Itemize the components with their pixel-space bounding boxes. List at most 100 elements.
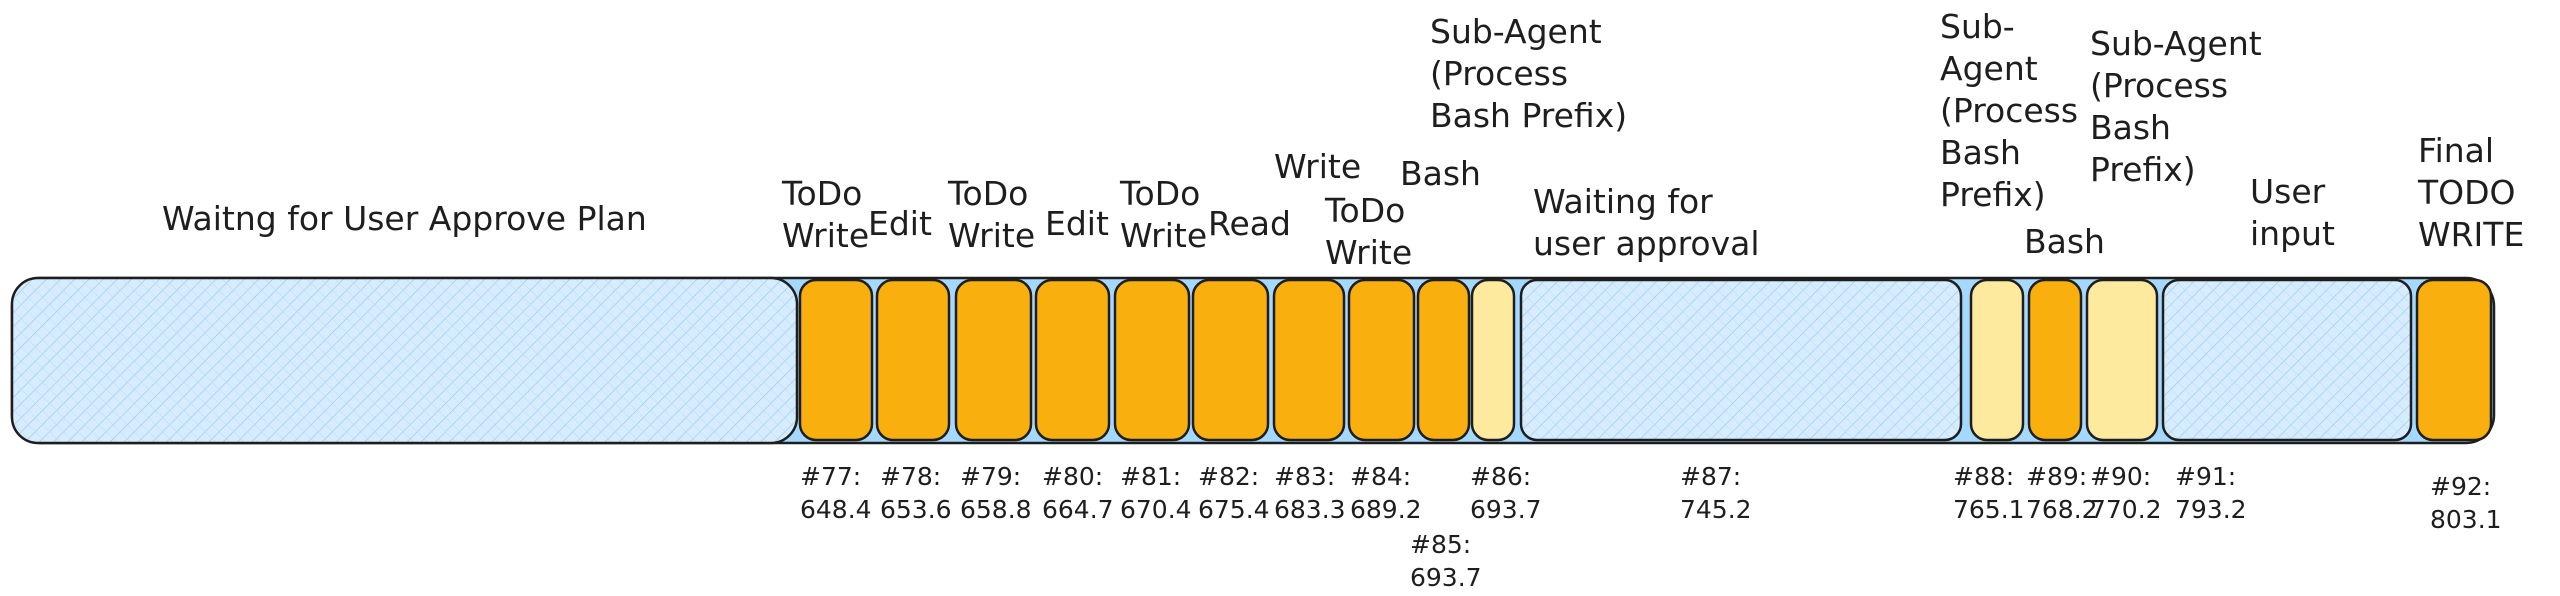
segment-id-line: #84: bbox=[1350, 462, 1411, 491]
segment-id-line: 793.2 bbox=[2175, 495, 2247, 524]
segment-label-s78: Edit bbox=[868, 204, 932, 243]
segment-s78 bbox=[875, 278, 951, 442]
segment-id-label-s90: #90:770.2 bbox=[2090, 462, 2162, 524]
segment-label-line: Write bbox=[1120, 216, 1207, 255]
segment-id-label-s77: #77: 648.4 bbox=[800, 462, 872, 524]
segment-id-line: 683.3 bbox=[1274, 495, 1346, 524]
segment-id-line: 770.2 bbox=[2090, 495, 2162, 524]
segment-wait-plan bbox=[10, 276, 799, 445]
segment-label-line: Sub-Agent bbox=[2090, 24, 2262, 63]
segment-id-label-s81: #81:670.4 bbox=[1120, 462, 1192, 524]
segment-label-line: Write bbox=[782, 216, 869, 255]
segment-label-line: Bash Prefix) bbox=[1430, 96, 1627, 135]
segment-label-line: Waitng for User Approve Plan bbox=[162, 199, 647, 238]
segment-s79 bbox=[954, 278, 1033, 442]
segment-id-line: #78: bbox=[880, 462, 941, 491]
segment-id-label-s92: #92: 803.1 bbox=[2430, 472, 2502, 534]
segment-id-line: 670.4 bbox=[1120, 495, 1192, 524]
segment-label-line: ToDo bbox=[947, 174, 1028, 213]
segment-label-line: Agent bbox=[1940, 49, 2038, 88]
segment-id-label-s79: #79: 658.8 bbox=[960, 462, 1032, 524]
segment-id-line: #82: bbox=[1198, 462, 1259, 491]
segment-id-line: 693.7 bbox=[1410, 563, 1482, 592]
segment-id-line: 768.2 bbox=[2026, 495, 2098, 524]
segment-label-s83: Write bbox=[1274, 147, 1361, 186]
segment-id-line: #91: bbox=[2175, 462, 2236, 491]
segment-label-line: WRITE bbox=[2418, 215, 2524, 254]
segment-s82 bbox=[1191, 278, 1270, 442]
segment-id-line: #85: bbox=[1410, 530, 1471, 559]
segment-s87 bbox=[1519, 278, 1963, 442]
segment-label-line: user approval bbox=[1533, 224, 1760, 263]
segment-label-line: TODO bbox=[2417, 173, 2516, 212]
segment-label-line: ToDo bbox=[1324, 191, 1405, 230]
segment-id-line: 689.2 bbox=[1350, 495, 1422, 524]
segment-id-line: 693.7 bbox=[1470, 495, 1542, 524]
segment-label-line: Bash bbox=[2024, 222, 2105, 261]
segment-id-line: #92: bbox=[2430, 472, 2491, 501]
segment-label-line: Bash bbox=[2090, 108, 2171, 147]
segment-label-line: Read bbox=[1208, 204, 1291, 243]
segment-id-line: 658.8 bbox=[960, 495, 1032, 524]
segment-id-line: #86: bbox=[1470, 462, 1531, 491]
segment-s81 bbox=[1113, 278, 1191, 442]
segment-s80 bbox=[1034, 278, 1111, 442]
segment-id-label-s91: #91: 793.2 bbox=[2175, 462, 2247, 524]
segment-s77 bbox=[798, 278, 874, 442]
segment-label-line: Waiting for bbox=[1533, 182, 1713, 221]
segment-label-line: (Process bbox=[1430, 54, 1568, 93]
segment-id-label-s83: #83: 683.3 bbox=[1274, 462, 1346, 524]
segment-label-line: Edit bbox=[868, 204, 932, 243]
segment-id-line: 648.4 bbox=[800, 495, 872, 524]
segment-label-line: input bbox=[2250, 214, 2335, 253]
segment-label-s89: Bash bbox=[2024, 222, 2105, 261]
segment-id-line: #83: bbox=[1274, 462, 1335, 491]
segment-id-label-s78: #78:653.6 bbox=[880, 462, 952, 524]
segment-s90 bbox=[2085, 278, 2159, 442]
segment-id-line: #88: bbox=[1953, 462, 2014, 491]
segment-id-line: 803.1 bbox=[2430, 505, 2502, 534]
segment-id-line: 675.4 bbox=[1198, 495, 1270, 524]
segment-label-line: Write bbox=[1325, 233, 1412, 272]
segment-id-line: #80: bbox=[1042, 462, 1103, 491]
segment-label-line: Sub-Agent bbox=[1430, 12, 1602, 51]
segment-label-line: Prefix) bbox=[2090, 150, 2196, 189]
segment-id-label-s80: #80:664.7 bbox=[1042, 462, 1114, 524]
segment-label-line: Bash bbox=[1400, 154, 1481, 193]
segment-s85 bbox=[1416, 278, 1471, 442]
segment-label-s80: Edit bbox=[1045, 204, 1109, 243]
segment-label-line: ToDo bbox=[781, 174, 862, 213]
segment-id-label-s85: #85: 693.7 bbox=[1410, 530, 1482, 592]
segment-label-s85: Bash bbox=[1400, 154, 1481, 193]
segment-id-label-s84: #84: 689.2 bbox=[1350, 462, 1422, 524]
segment-id-label-s86: #86: 693.7 bbox=[1470, 462, 1542, 524]
segment-id-line: #77: bbox=[800, 462, 861, 491]
segment-label-line: Final bbox=[2418, 131, 2494, 170]
segment-label-s82: Read bbox=[1208, 204, 1291, 243]
segment-label-line: (Process bbox=[1940, 91, 2078, 130]
segment-s91 bbox=[2161, 278, 2413, 442]
segment-id-label-s88: #88:765.1 bbox=[1953, 462, 2025, 524]
segment-id-line: #89: bbox=[2026, 462, 2087, 491]
segment-id-label-s82: #82: 675.4 bbox=[1198, 462, 1270, 524]
segment-id-line: #79: bbox=[960, 462, 1021, 491]
segment-s92 bbox=[2415, 278, 2493, 442]
segment-label-line: Edit bbox=[1045, 204, 1109, 243]
segment-s88 bbox=[1969, 278, 2025, 442]
segment-label-line: (Process bbox=[2090, 66, 2228, 105]
segment-label-line: ToDo bbox=[1119, 174, 1200, 213]
segment-s83 bbox=[1272, 278, 1346, 442]
segment-label-line: Sub- bbox=[1940, 7, 2015, 46]
segment-s89 bbox=[2027, 278, 2083, 442]
segment-label-line: Write bbox=[948, 216, 1035, 255]
segment-label-line: Prefix) bbox=[1940, 175, 2046, 214]
